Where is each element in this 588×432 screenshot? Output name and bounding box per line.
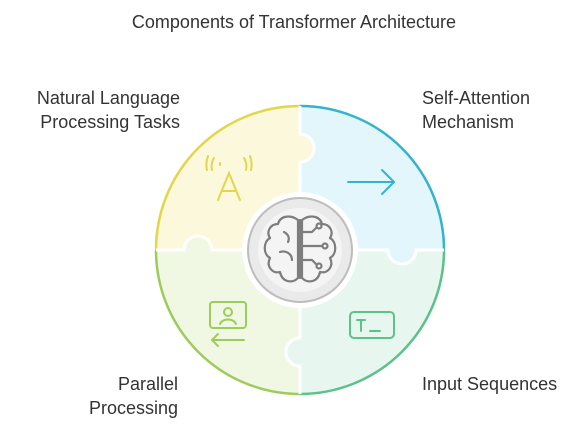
arc-nlp-tasks bbox=[154, 104, 301, 251]
puzzle-tab-input-sequences bbox=[286, 338, 314, 366]
user-profile-icon bbox=[209, 301, 247, 347]
label-nlp-tasks-line2: Processing Tasks bbox=[40, 112, 180, 132]
label-parallel-processing-line1: Parallel bbox=[117, 374, 178, 394]
arc-input-sequences bbox=[299, 249, 446, 396]
puzzle-tab-self-attention bbox=[388, 236, 416, 264]
terminal-icon bbox=[349, 311, 395, 339]
segment-dividers bbox=[156, 106, 444, 394]
brain-icon bbox=[263, 215, 337, 283]
label-self-attention-line1: Self-Attention bbox=[422, 88, 531, 108]
puzzle-tab-nlp-tasks bbox=[286, 134, 314, 162]
diagram-title: Components of Transformer Architecture bbox=[131, 12, 457, 32]
language-icon bbox=[205, 155, 253, 201]
label-input-sequences: Input Sequences bbox=[422, 372, 582, 396]
puzzle-tab-parallel-processing bbox=[184, 236, 212, 264]
label-parallel-processing: Parallel Processing bbox=[20, 372, 178, 420]
label-nlp-tasks-line1: Natural Language bbox=[36, 88, 180, 108]
arc-parallel-processing bbox=[154, 249, 301, 396]
label-nlp-tasks: Natural Language Processing Tasks bbox=[20, 86, 180, 134]
label-self-attention: Self-Attention Mechanism bbox=[422, 86, 582, 134]
arc-self-attention bbox=[299, 104, 446, 251]
label-self-attention-line2: Mechanism bbox=[422, 112, 515, 132]
label-parallel-processing-line2: Processing bbox=[88, 398, 178, 418]
arrow-right-icon bbox=[347, 169, 395, 195]
label-input-sequences-line1: Input Sequences bbox=[422, 374, 558, 394]
